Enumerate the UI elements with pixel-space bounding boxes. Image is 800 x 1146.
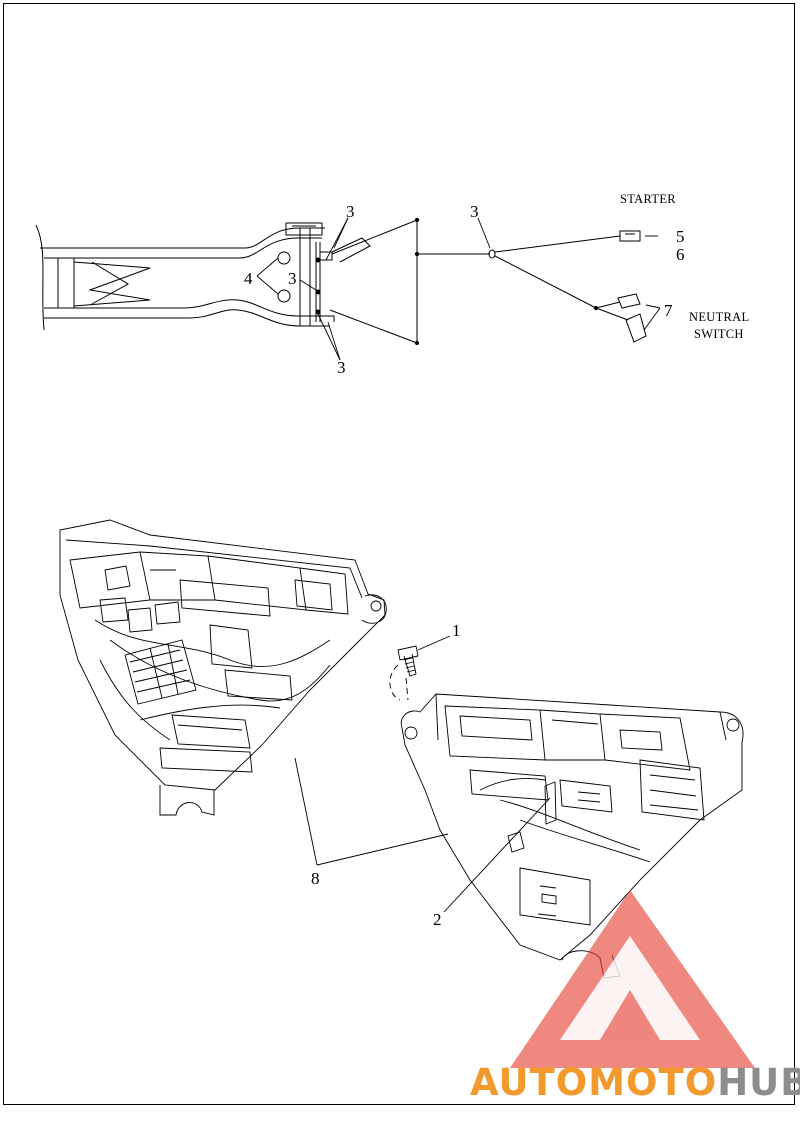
callout-8: 8 — [311, 869, 320, 888]
page-frame — [3, 3, 795, 1105]
callout-7: 7 — [664, 301, 673, 320]
neutral-switch-label-line2: SWITCH — [694, 327, 744, 341]
callout-3-junction: 3 — [470, 202, 479, 221]
callout-3-bottom: 3 — [337, 358, 346, 377]
watermark-text-part1: AUTOMOTO — [470, 1061, 718, 1104]
right-electrical-caddy — [389, 645, 744, 979]
callout-1: 1 — [452, 621, 461, 640]
callout-3-middle: 3 — [288, 269, 297, 288]
callout-4: 4 — [244, 269, 253, 288]
frame-drawing — [35, 217, 647, 346]
mounting-screw — [397, 645, 419, 677]
watermark-logo-triangle — [510, 890, 755, 1068]
watermark-text: AUTOMOTOHUB — [470, 1060, 800, 1106]
neutral-switch-label-line1: NEUTRAL — [689, 310, 749, 324]
callout-6: 6 — [676, 245, 685, 264]
callout-5: 5 — [676, 227, 685, 246]
top-leader-lines — [256, 217, 661, 361]
callout-2: 2 — [433, 910, 442, 929]
left-electrical-caddy — [59, 519, 387, 816]
callout-3-top-left: 3 — [346, 202, 355, 221]
starter-label: STARTER — [620, 192, 676, 206]
bottom-leader-lines — [294, 635, 551, 913]
watermark-text-part2: HUB — [717, 1061, 800, 1104]
